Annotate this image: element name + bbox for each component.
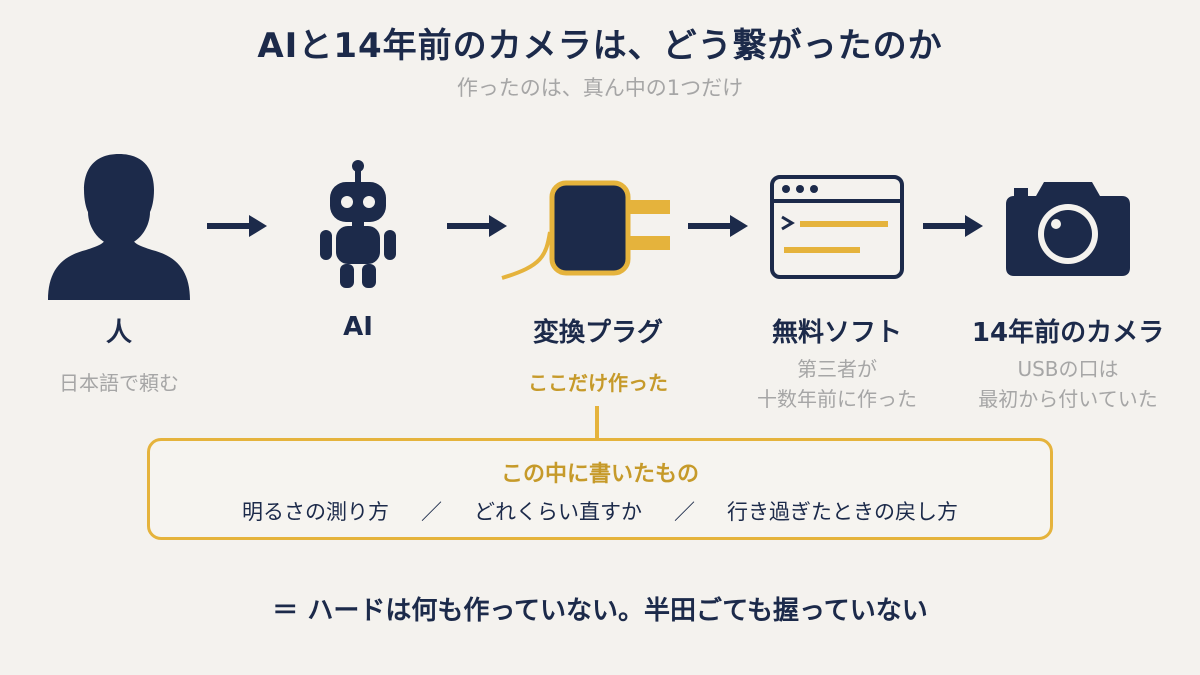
separator: ／	[674, 500, 695, 524]
node-desc-line: 日本語で頼む	[59, 371, 179, 395]
node-title-person: 人	[105, 318, 132, 348]
contents-item: 行き過ぎたときの戻し方	[727, 500, 958, 524]
node-desc-camera: USBの口は 最初から付いていた	[948, 354, 1188, 414]
plug-adapter-icon	[501, 180, 670, 280]
node-title-ai: AI	[343, 312, 373, 342]
camera-icon	[1006, 182, 1130, 276]
arrow-3-icon	[688, 215, 748, 237]
node-desc-line: 第三者が	[797, 357, 877, 381]
node-title-software: 無料ソフト	[771, 318, 902, 348]
arrow-4-icon	[923, 215, 983, 237]
robot-icon	[320, 160, 396, 288]
node-desc-line: 十数年前に作った	[757, 387, 917, 411]
node-desc-line: 最初から付いていた	[978, 387, 1158, 411]
contents-box-title: この中に書いたもの	[500, 462, 699, 487]
node-desc-plug: ここだけ作った	[478, 368, 718, 398]
arrow-2-icon	[447, 215, 507, 237]
node-title-plug: 変換プラグ	[532, 318, 663, 348]
contents-item: 明るさの測り方	[242, 500, 389, 524]
conclusion-text: ＝ ハードは何も作っていない。半田ごても握っていない	[272, 596, 928, 626]
connector-line	[595, 406, 599, 440]
contents-item: どれくらい直すか	[474, 500, 642, 524]
person-icon	[48, 154, 190, 300]
node-desc-person: 日本語で頼む	[0, 368, 239, 398]
contents-box-items: 明るさの測り方 ／ どれくらい直すか ／ 行き過ぎたときの戻し方	[150, 496, 1050, 526]
node-desc-line: ここだけ作った	[528, 371, 668, 395]
node-desc-line: USBの口は	[1017, 357, 1119, 381]
arrow-1-icon	[207, 215, 267, 237]
contents-box: この中に書いたもの 明るさの測り方 ／ どれくらい直すか ／ 行き過ぎたときの戻…	[147, 438, 1053, 540]
separator: ／	[421, 500, 442, 524]
terminal-window-icon	[770, 175, 904, 279]
node-title-camera: 14年前のカメラ	[971, 318, 1165, 348]
page-subtitle: 作ったのは、真ん中の1つだけ	[456, 76, 744, 100]
page-title: AIと14年前のカメラは、どう繋がったのか	[257, 26, 943, 66]
node-desc-software: 第三者が 十数年前に作った	[717, 354, 957, 414]
